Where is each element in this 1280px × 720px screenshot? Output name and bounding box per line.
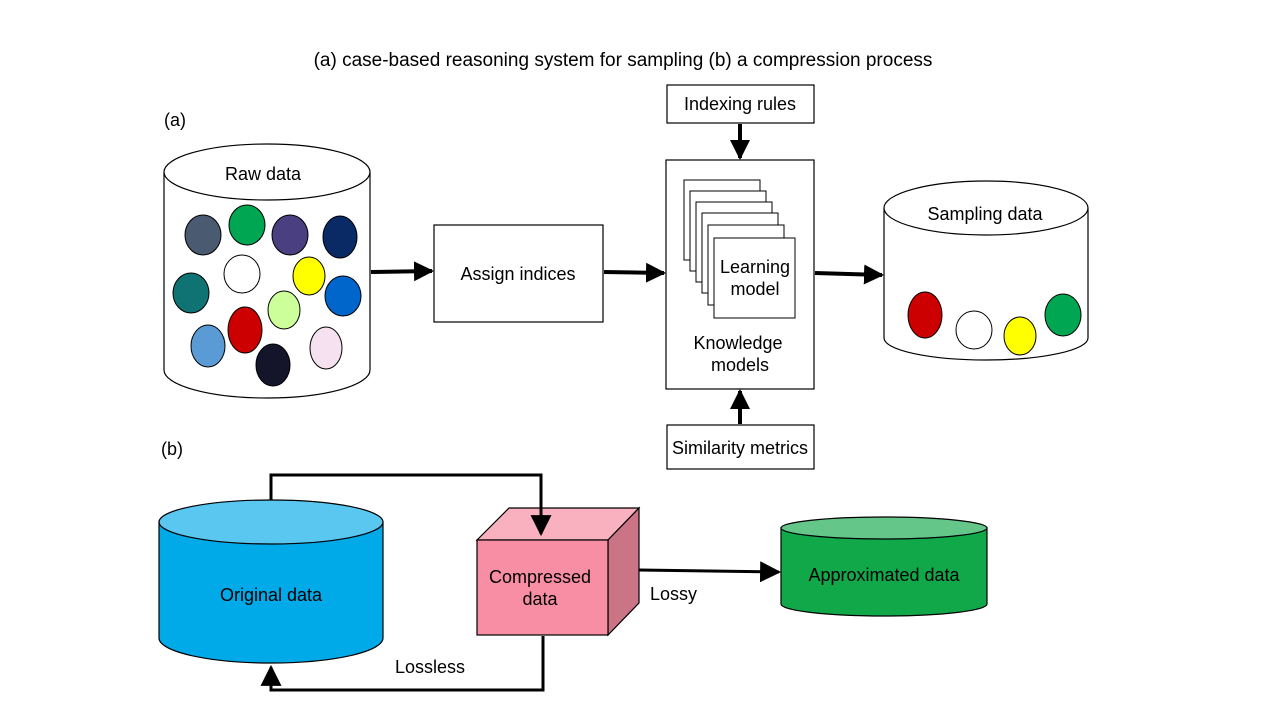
raw-data-dot [324,275,362,317]
raw-data-dot [309,326,343,370]
raw-data-dot [223,254,261,294]
learning-model-label-line2: model [730,279,779,299]
sampling-data-label: Sampling data [927,204,1043,224]
indexing-rules-label: Indexing rules [684,94,796,114]
arrow-raw-to-assign [370,261,434,282]
similarity-metrics-label: Similarity metrics [672,438,808,458]
lossless-label: Lossless [395,657,465,677]
raw-data-dot [172,272,210,314]
original-data-top [158,499,384,545]
raw-data-dot [255,343,291,387]
raw-data-dot [322,215,358,259]
sampling-data-dot [1044,293,1082,337]
raw-data-dot [271,214,309,256]
compressed-data-cube: Compressed data [475,506,641,637]
sampling-data-dot [1003,316,1037,356]
arrow-compressed-to-approximated [638,561,782,583]
raw-data-dot [292,256,326,296]
sampling-data-dot [907,291,943,339]
diagram-title: (a) case-based reasoning system for samp… [314,50,933,71]
cube-front-face [476,539,609,636]
arrow-compressed-to-original-lossless [260,636,545,692]
learning-model-stack [683,179,796,319]
knowledge-models-box: Learning model Knowledge models [665,159,815,390]
similarity-metrics-box: Similarity metrics [666,424,815,470]
raw-data-dot [227,306,263,354]
approximated-data-cylinder: Approximated data [780,516,988,617]
indexing-rules-box: Indexing rules [666,84,815,124]
knowledge-models-label-line1: Knowledge [693,333,782,353]
sampling-data-dot [955,310,993,350]
raw-data-dot [190,324,226,368]
arrow-knowledge-to-sampling [814,264,884,285]
sampling-data-dots [907,291,1082,356]
compressed-data-label-line2: data [522,589,558,609]
panel-b-label: (b) [161,439,183,459]
raw-data-dot [267,290,301,330]
approximated-data-top [780,516,988,540]
lossy-label: Lossy [650,584,697,604]
knowledge-models-label-line2: models [711,355,769,375]
original-data-cylinder: Original data [158,499,384,664]
arrow-assign-to-knowledge [603,262,666,283]
panel-a-arrows [370,124,884,424]
learning-model-label-line1: Learning [720,257,790,277]
raw-data-dot [228,204,266,246]
raw-data-dots [172,204,362,387]
raw-data-label: Raw data [225,164,302,184]
raw-data-dot [184,214,222,256]
sampling-data-cylinder: Sampling data [883,180,1089,361]
panel-b-arrows [260,473,782,692]
original-data-label: Original data [220,585,323,605]
panel-a-label: (a) [164,110,186,130]
compressed-data-label-line1: Compressed [489,567,591,587]
approximated-data-label: Approximated data [808,565,960,585]
panel-a: (a) Raw data Assign indices Indexing rul… [163,84,1089,470]
assign-indices-box: Assign indices [433,224,604,323]
approximated-data-body [780,527,988,617]
panel-b: (b) Original data Compressed data Approx… [158,439,988,692]
assign-indices-label: Assign indices [460,264,575,284]
arrow-original-to-compressed [269,473,552,537]
raw-data-cylinder: Raw data [163,143,371,399]
original-data-body [158,521,384,664]
